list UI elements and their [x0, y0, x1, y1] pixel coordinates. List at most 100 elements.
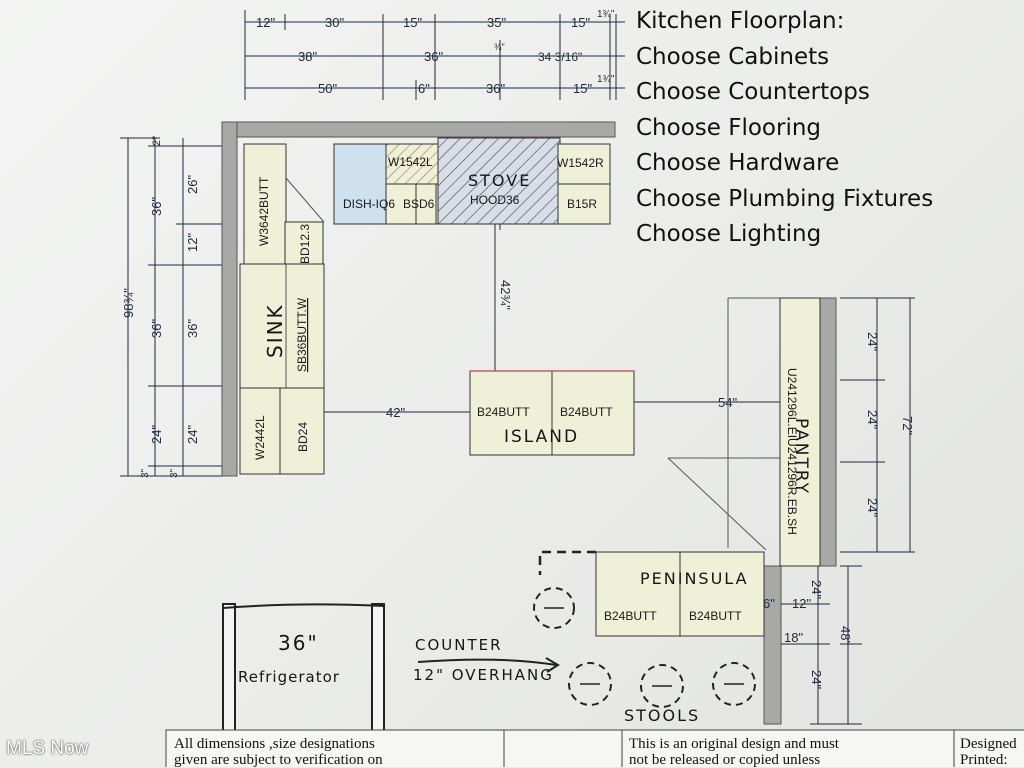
label-w2442: W2442L	[253, 415, 267, 460]
right-dimension-labels: 24" 24" 24" 72" 24" 48" 24" 6" 12" 18"	[763, 332, 915, 689]
title-block	[165, 729, 1024, 767]
dim-1-3-4: 1¾"	[597, 9, 615, 20]
dim-24-left: 24"	[149, 425, 164, 444]
dim-24-r4: 24"	[809, 580, 824, 599]
label-counter: COUNTER	[415, 636, 503, 654]
peninsula-labels: PENINSULA B24BUTT B24BUTT	[604, 569, 749, 623]
label-stools: STOOLS	[624, 706, 700, 725]
stools	[533, 587, 756, 708]
label-sb36: SB36BUTT.W	[295, 297, 309, 372]
footer-printed-label: Printed:	[960, 752, 1008, 768]
dim-24-r3: 24"	[865, 498, 880, 517]
legend-item-cabinets: Choose Cabinets	[636, 43, 830, 70]
dim-2: 2"	[151, 136, 163, 146]
left-dimension-labels: 98¾" 2" 36" 36" 24" 3" 26" 12" 36" 24" 3…	[121, 136, 200, 478]
label-peninsula: PENINSULA	[640, 569, 749, 588]
watermark: MLS Now	[6, 738, 89, 759]
dim-3-inner: 3"	[169, 468, 180, 478]
legend-item-plumbing: Choose Plumbing Fixtures	[636, 185, 934, 212]
footer-middle-line-2: not be released or copied unless	[629, 752, 821, 768]
label-pen-right: B24BUTT	[689, 609, 742, 623]
dim-30: 30"	[325, 15, 344, 30]
dim-1-3-4b: 1¾"	[597, 74, 615, 85]
label-fridge-size: 36"	[278, 631, 319, 655]
stool-dashed-top	[533, 587, 575, 629]
top-cabinet-run	[333, 137, 611, 230]
dim-6: 6"	[418, 81, 430, 96]
dim-24-r5: 24"	[809, 670, 824, 689]
dim-3-4: ¾"	[494, 42, 505, 52]
label-island-right: B24BUTT	[560, 405, 613, 419]
label-pantry: PANTRY	[791, 418, 811, 495]
dim-15c: 15"	[573, 81, 592, 96]
overhang-arrow	[417, 658, 557, 666]
dim-24-r2: 24"	[865, 410, 880, 429]
footer-disclaimer: All dimensions ,size designations given …	[174, 736, 500, 768]
footer-left-line-1: All dimensions ,size designations	[174, 736, 375, 752]
footer-left-line-2: given are subject to verification on	[174, 752, 383, 768]
pantry-labels: U241296L.EIU241296R.EB.SH PANTRY	[785, 368, 811, 535]
dim-18-pen: 18"	[784, 630, 803, 645]
dim-36-left: 36"	[149, 197, 164, 216]
stool-centers	[544, 607, 744, 687]
stool-2	[640, 664, 684, 708]
dim-12-pen: 12"	[792, 596, 811, 611]
legend-item-hardware: Choose Hardware	[636, 150, 840, 176]
label-fridge: Refrigerator	[238, 668, 340, 686]
left-cabinet-labels: W3642BUTT BD12.3 SB36BUTT.W SINK W2442L …	[253, 176, 312, 460]
stool-3	[712, 662, 756, 706]
refrigerator	[222, 603, 385, 745]
dim-36-left-b: 36"	[149, 319, 164, 338]
dim-24-r1: 24"	[865, 332, 880, 351]
label-sink: SINK	[263, 303, 287, 358]
overhang-arrowhead	[545, 657, 560, 673]
dim-15: 15"	[403, 15, 422, 30]
dim-3-left: 3"	[140, 468, 151, 478]
dim-72: 72"	[900, 416, 915, 435]
dim-6-pen: 6"	[763, 596, 775, 611]
legend-title: Kitchen Floorplan:	[636, 8, 845, 34]
label-bd12: BD12.3	[298, 224, 312, 264]
left-cabinet-run	[239, 143, 325, 475]
walls	[221, 121, 837, 725]
dim-98: 98¾"	[121, 288, 136, 318]
dim-35: 35"	[487, 15, 506, 30]
dim-36: 36"	[424, 49, 443, 64]
footer-designed: Designed Printed:	[960, 736, 1024, 768]
island-labels: B24BUTT B24BUTT ISLAND	[477, 405, 613, 447]
dim-36-inner: 36"	[185, 319, 200, 338]
top-dimension-labels: 12" 30" 15" 35" 15" 1¾" 38" 36" ¾" 34 3/…	[256, 9, 615, 96]
footer-designed-label: Designed	[960, 736, 1017, 752]
label-overhang: 12" OVERHANG	[413, 666, 554, 684]
dim-36b: 36"	[486, 81, 505, 96]
dim-24-inner: 24"	[185, 425, 200, 444]
island	[469, 370, 635, 456]
footer-copyright: This is an original design and must not …	[629, 736, 951, 768]
label-island: ISLAND	[504, 427, 579, 447]
legend: Kitchen Floorplan: Choose Cabinets Choos…	[636, 4, 933, 253]
label-hood: HOOD36	[470, 193, 520, 207]
dim-38: 38"	[298, 49, 317, 64]
dim-34: 34 3/16"	[538, 50, 582, 64]
stool-1	[568, 662, 612, 706]
label-stove: STOVE	[468, 171, 531, 190]
dim-50: 50"	[318, 81, 337, 96]
top-dimension-lines	[244, 10, 625, 100]
legend-item-lighting: Choose Lighting	[636, 221, 822, 247]
footer-middle-line-1: This is an original design and must	[629, 736, 839, 752]
dim-sink-island: 42"	[386, 405, 405, 420]
label-bsd: BSD6	[403, 197, 435, 211]
label-bd24: BD24	[296, 422, 310, 452]
legend-item-countertops: Choose Countertops	[636, 79, 870, 105]
dim-12: 12"	[256, 15, 275, 30]
label-dish: DISH-IQ6	[343, 197, 395, 211]
legend-item-flooring: Choose Flooring	[636, 114, 822, 141]
right-dimension-lines	[781, 297, 915, 725]
dim-stove-island: 42¾"	[498, 280, 513, 310]
label-w3642: W3642BUTT	[257, 176, 271, 246]
label-island-left: B24BUTT	[477, 405, 530, 419]
dim-12-left: 12"	[185, 233, 200, 252]
dim-15b: 15"	[571, 15, 590, 30]
peninsula	[538, 550, 765, 637]
dim-48: 48"	[838, 626, 853, 645]
